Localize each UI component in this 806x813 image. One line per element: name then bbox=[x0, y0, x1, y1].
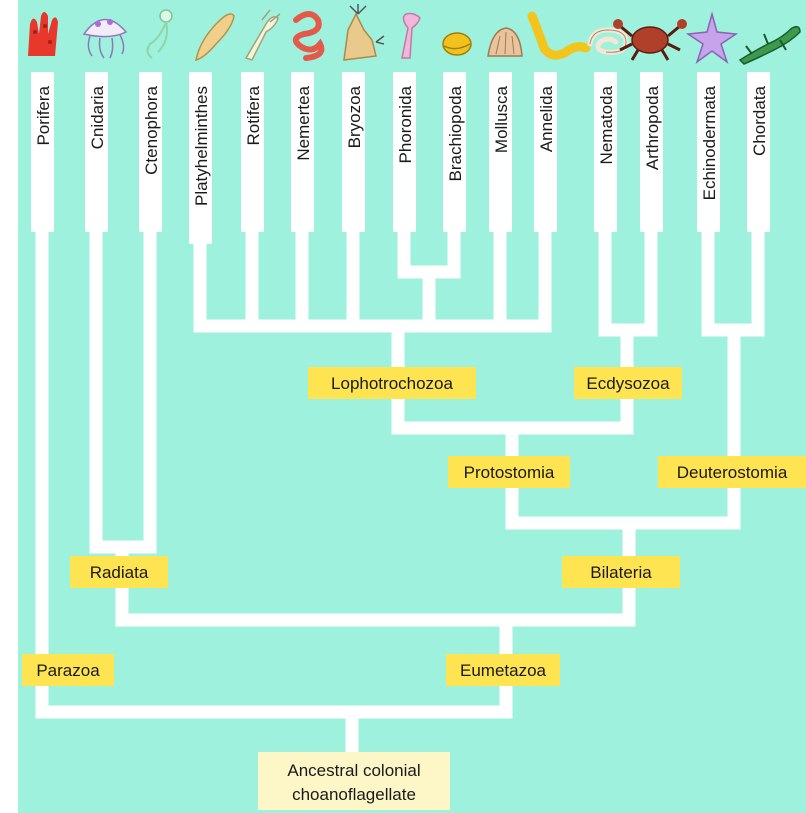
clade-parazoa: Parazoa bbox=[22, 654, 114, 686]
phylum-tab-cnidaria: Cnidaria bbox=[85, 72, 108, 232]
phylum-tab-phoronida: Phoronida bbox=[393, 72, 416, 232]
phylum-tab-mollusca: Mollusca bbox=[489, 72, 512, 232]
root-label-line2: choanoflagellate bbox=[292, 785, 416, 804]
phylum-label-bryozoa: Bryozoa bbox=[345, 85, 364, 148]
phylum-label-rotifera: Rotifera bbox=[244, 85, 263, 145]
clade-label-lophotrochozoa: Lophotrochozoa bbox=[331, 374, 453, 393]
phylum-label-annelida: Annelida bbox=[537, 85, 556, 152]
phylum-tab-echinodermata: Echinodermata bbox=[697, 72, 720, 232]
phylum-label-platyhelminthes: Platyhelminthes bbox=[192, 86, 211, 206]
clade-protostomia: Protostomia bbox=[448, 456, 570, 488]
clade-label-ecdysozoa: Ecdysozoa bbox=[586, 374, 670, 393]
phylum-tab-rotifera: Rotifera bbox=[241, 72, 264, 232]
clade-label-protostomia: Protostomia bbox=[464, 463, 555, 482]
phylum-tabs: Porifera Cnidaria Ctenophora Platyhelmin… bbox=[31, 72, 770, 244]
root-ancestor-label: Ancestral colonial choanoflagellate bbox=[258, 752, 450, 810]
clade-deuterostomia: Deuterostomia bbox=[658, 456, 806, 488]
phylum-label-ctenophora: Ctenophora bbox=[142, 85, 161, 174]
phylum-tab-nematoda: Nematoda bbox=[594, 72, 617, 232]
phylum-label-cnidaria: Cnidaria bbox=[88, 85, 107, 149]
clade-label-parazoa: Parazoa bbox=[36, 661, 100, 680]
phylum-tab-annelida: Annelida bbox=[534, 72, 557, 232]
clade-label-eumetazoa: Eumetazoa bbox=[460, 661, 547, 680]
clade-label-radiata: Radiata bbox=[90, 563, 149, 582]
phylum-label-mollusca: Mollusca bbox=[492, 85, 511, 153]
clade-lophotrochozoa: Lophotrochozoa bbox=[308, 367, 476, 399]
phylum-label-porifera: Porifera bbox=[34, 85, 53, 145]
phylum-label-chordata: Chordata bbox=[750, 85, 769, 155]
phylum-tab-porifera: Porifera bbox=[31, 72, 54, 232]
clade-radiata: Radiata bbox=[70, 556, 168, 588]
clade-eumetazoa: Eumetazoa bbox=[446, 654, 560, 686]
phylum-tab-bryozoa: Bryozoa bbox=[342, 72, 365, 232]
phylum-tab-chordata: Chordata bbox=[747, 72, 770, 232]
clade-bilateria: Bilateria bbox=[562, 556, 680, 588]
phylum-label-nemertea: Nemertea bbox=[294, 85, 313, 160]
phylum-label-arthropoda: Arthropoda bbox=[643, 85, 662, 170]
phylum-label-phoronida: Phoronida bbox=[396, 85, 415, 163]
root-label-line1: Ancestral colonial bbox=[287, 761, 420, 780]
phylum-label-echinodermata: Echinodermata bbox=[700, 85, 719, 200]
phylum-label-brachiopoda: Brachiopoda bbox=[446, 85, 465, 181]
phylum-tab-arthropoda: Arthropoda bbox=[640, 72, 663, 232]
clade-label-deuterostomia: Deuterostomia bbox=[677, 463, 788, 482]
lamp-shell-icon bbox=[443, 33, 471, 55]
phylum-tab-ctenophora: Ctenophora bbox=[139, 72, 162, 232]
phylum-tab-nemertea: Nemertea bbox=[291, 72, 314, 232]
phylum-tab-platyhelminthes: Platyhelminthes bbox=[189, 72, 212, 244]
clade-label-bilateria: Bilateria bbox=[590, 563, 652, 582]
phylum-tab-brachiopoda: Brachiopoda bbox=[443, 72, 466, 232]
phylum-label-nematoda: Nematoda bbox=[597, 85, 616, 164]
clade-ecdysozoa: Ecdysozoa bbox=[574, 367, 682, 399]
